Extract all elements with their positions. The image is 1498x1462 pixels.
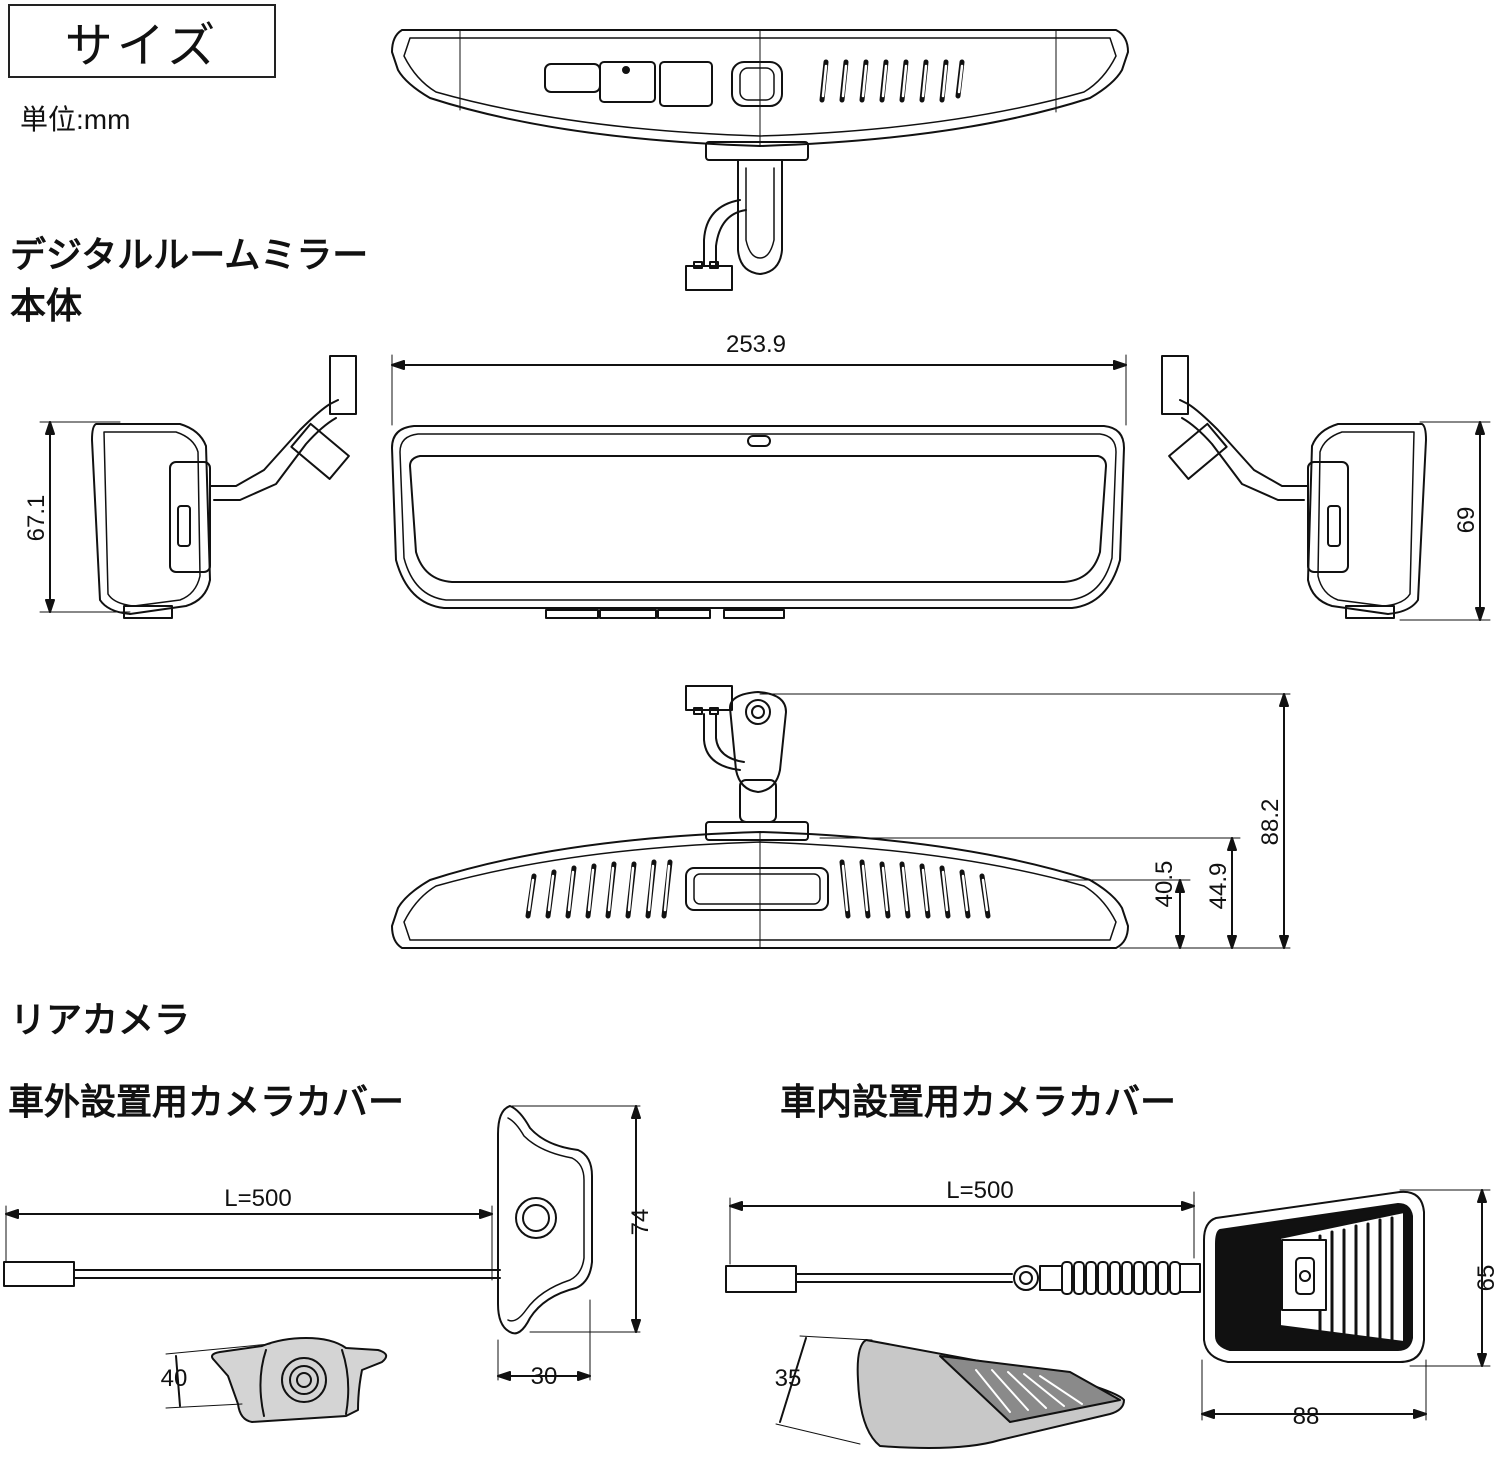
mirror-width-label: 253.9 bbox=[726, 331, 786, 358]
mirror-depth-total-label: 88.2 bbox=[1257, 799, 1284, 846]
unit-label: 単位:mm bbox=[20, 104, 131, 135]
mirror-front-view bbox=[391, 354, 1127, 619]
exterior-height-label: 74 bbox=[627, 1209, 654, 1236]
mirror-height-right-label: 69 bbox=[1453, 507, 1480, 534]
interior-cover-heading: 車内設置用カメラカバー bbox=[780, 1081, 1177, 1122]
interior-cable-length-label: L=500 bbox=[946, 1177, 1013, 1204]
mirror-top-view bbox=[391, 29, 1129, 291]
mirror-height-left-label: 67.1 bbox=[23, 495, 50, 542]
interior-height-label: 65 bbox=[1473, 1265, 1498, 1292]
mirror-right-side-view bbox=[1161, 355, 1427, 619]
page-title: サイズ bbox=[8, 4, 276, 78]
exterior-cable-length-label: L=500 bbox=[224, 1185, 291, 1212]
interior-width-label: 88 bbox=[1293, 1403, 1320, 1430]
exterior-camera-cover bbox=[3, 1105, 641, 1423]
interior-depth-label: 35 bbox=[775, 1365, 802, 1392]
cable-strain-relief bbox=[1061, 1261, 1181, 1295]
right-height-dimension bbox=[1399, 421, 1491, 621]
mirror-heading-line1: デジタルルームミラー bbox=[10, 234, 369, 275]
mirror-left-side-view bbox=[39, 355, 357, 619]
mirror-depth-mount-label: 44.9 bbox=[1205, 863, 1232, 910]
mirror-depth-body-label: 40.5 bbox=[1151, 861, 1178, 908]
interior-camera-cover bbox=[725, 1189, 1491, 1449]
rear-camera-heading: リアカメラ bbox=[10, 999, 191, 1040]
exterior-depth-label: 30 bbox=[531, 1363, 558, 1390]
mirror-heading-line2: 本体 bbox=[10, 285, 83, 326]
exterior-cover-heading: 車外設置用カメラカバー bbox=[8, 1081, 405, 1122]
mirror-bottom-view bbox=[391, 685, 1291, 949]
dimension-labels: 253.9 67.1 69 88.2 40.5 44.9 L=500 74 30… bbox=[23, 331, 1498, 1430]
heatsink-fins bbox=[1318, 1216, 1394, 1342]
exterior-width-label: 40 bbox=[161, 1365, 188, 1392]
